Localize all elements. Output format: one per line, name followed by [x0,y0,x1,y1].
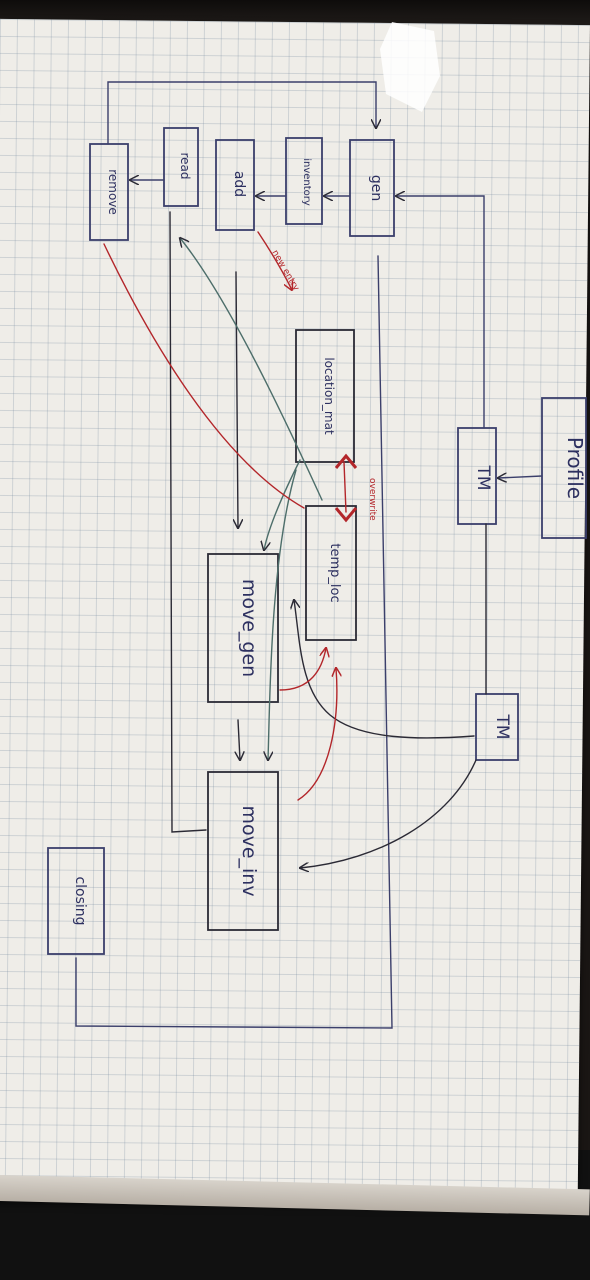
node-tm-top: TM [457,427,497,525]
node-move-gen: move_gen [207,553,279,703]
connector-move-gen-to-move-inv [238,719,240,760]
node-profile-label: Profile [563,437,587,499]
connector-tm-to-move-inv [300,759,477,868]
node-closing-label: closing [72,876,88,925]
connector-profile-tm [498,476,543,478]
node-profile: Profile [541,397,587,539]
annotation-new-entry: new entry [269,249,301,294]
node-location-mat: location_mat [295,329,355,463]
node-gen-label: gen [368,175,384,201]
node-temp-loc-label: temp_loc [327,543,342,602]
node-temp-loc: temp_loc [305,505,357,641]
annotation-overwrite: overwrite [367,478,377,521]
node-inventory: inventory [285,137,323,225]
connector-tm-to-move-gen [294,600,475,739]
connector-remove-to-temp-loc [103,243,305,509]
node-location-mat-label: location_mat [322,357,336,435]
connector-move-gen-to-temp-loc [279,648,326,691]
node-move-inv: move_inv [207,771,279,931]
node-remove-label: remove [106,169,120,215]
connector-remove-loop-to-gen [107,81,376,145]
node-tm-top-label: TM [473,464,493,490]
connector-add-new-entry: new entry [257,231,301,294]
node-add: add [215,139,255,231]
node-read: read [163,127,199,207]
connector-location-to-move-gen [264,459,301,550]
node-inventory-label: inventory [301,158,312,206]
connector-move-inv-to-temp-loc [297,668,337,801]
connector-location-to-move-inv [268,469,297,760]
node-move-inv-label: move_inv [238,805,260,896]
node-tm-bottom: TM [475,693,519,761]
node-tm-bottom-label: TM [492,713,512,739]
connector-temp-loc-to-read [180,238,323,501]
node-closing: closing [47,847,105,955]
node-add-label: add [231,171,247,197]
connector-gen-main-spine [75,255,393,1029]
node-read-label: read [178,152,192,179]
connector-add-to-move-gen [236,271,238,528]
connector-move-inv-to-read [169,211,207,833]
node-move-gen-label: move_gen [238,579,260,677]
node-remove: remove [89,143,129,241]
connector-tm-to-gen [396,196,485,429]
node-gen: gen [349,139,395,237]
connector-overwrite: overwrite [334,453,377,523]
